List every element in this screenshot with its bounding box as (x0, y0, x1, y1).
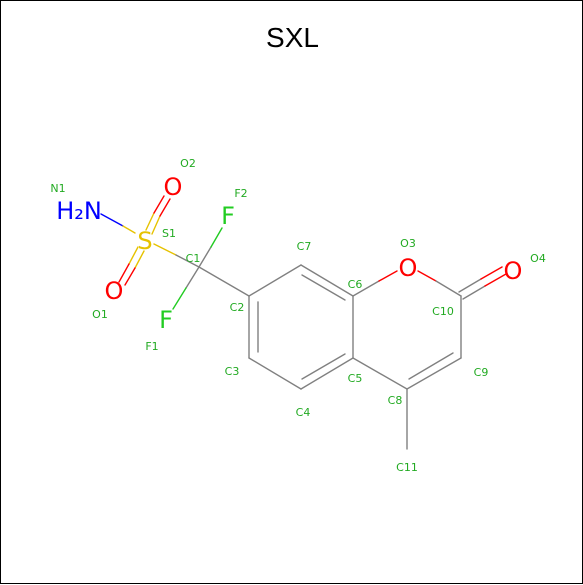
bond-c10-o4-a (458, 278, 482, 293)
atom-label-c6: C6 (348, 278, 363, 291)
atom-label-o2: O2 (180, 157, 196, 170)
atom-label-c5: C5 (348, 372, 363, 385)
atom-symbol-o4: O (504, 257, 523, 285)
molecule-title: SXL (266, 22, 319, 53)
bond-s1-o1-a (128, 246, 139, 265)
bond-s1-c1 (153, 243, 177, 256)
atom-symbol-f2: F (221, 202, 235, 230)
bond-c10-o4-b (462, 285, 486, 300)
bond-c2-c7 (248, 264, 302, 297)
atom-label-c10: C10 (432, 305, 454, 318)
bond-c8-c5 (352, 357, 408, 390)
bond-c10-o4-b2 (484, 273, 507, 287)
bond-o3-c10-b (435, 280, 462, 297)
bond-s1-c1-b (175, 254, 200, 268)
atom-symbol-o2: O (164, 173, 183, 201)
atom-label-o1: O1 (92, 308, 108, 321)
atom-label-c7: C7 (297, 240, 312, 253)
bond-s1-o2-a2 (153, 195, 165, 214)
bond-c6-o3-b (378, 270, 398, 282)
atom-label-c11: C11 (396, 461, 418, 474)
bond-c9-c8 (406, 357, 462, 390)
atom-symbol-n1: H₂N (56, 197, 102, 225)
bond-o3-c10 (417, 270, 437, 282)
bond-c7-c6 (300, 264, 354, 297)
bond-s1-o2-b2 (159, 198, 171, 217)
bond-s1-o1-b (134, 250, 145, 269)
bond-s1-o2-b (151, 215, 161, 235)
bond-c4-c3 (248, 357, 302, 390)
bond-c1-f1 (185, 266, 200, 289)
bond-c6-o3 (352, 280, 380, 297)
bond-c1-f2 (198, 246, 212, 268)
atom-label-f2: F2 (234, 187, 247, 200)
bond-s1-o1-a2 (118, 263, 130, 283)
atom-symbol-o3: O (399, 254, 418, 282)
atom-label-c8: C8 (388, 394, 403, 407)
bond-c7-c6-inner (301, 274, 346, 301)
atom-label-c2: C2 (230, 301, 245, 314)
bond-s1-o2-a (145, 212, 155, 231)
bond-c1-f2-b (210, 227, 223, 248)
bond-c9-c8-inner (408, 352, 454, 380)
atom-symbol-s1: S (137, 227, 152, 255)
atom-label-c1: C1 (186, 252, 201, 265)
bond-s1-o1-b2 (124, 267, 136, 286)
bond-c5-c4-inner (301, 353, 346, 380)
atom-symbol-f1: F (159, 306, 173, 334)
atom-symbol-o1: O (105, 277, 124, 305)
atom-label-f1: F1 (145, 340, 158, 353)
atom-label-n1: N1 (50, 182, 65, 195)
bond-c10-o4-a2 (480, 266, 503, 280)
atom-label-s1: S1 (162, 227, 176, 240)
bond-c1-c2 (198, 266, 250, 297)
atom-label-c3: C3 (225, 365, 240, 378)
bond-c5-c4 (300, 357, 354, 390)
bond-n1-s1 (100, 213, 124, 227)
bond-c1-f1-b (172, 287, 187, 310)
atom-label-c9: C9 (474, 366, 489, 379)
atom-label-o3: O3 (400, 237, 416, 250)
atom-label-c4: C4 (296, 406, 311, 419)
atom-label-o4: O4 (530, 252, 546, 265)
bond-n1-s1-b (122, 225, 136, 234)
